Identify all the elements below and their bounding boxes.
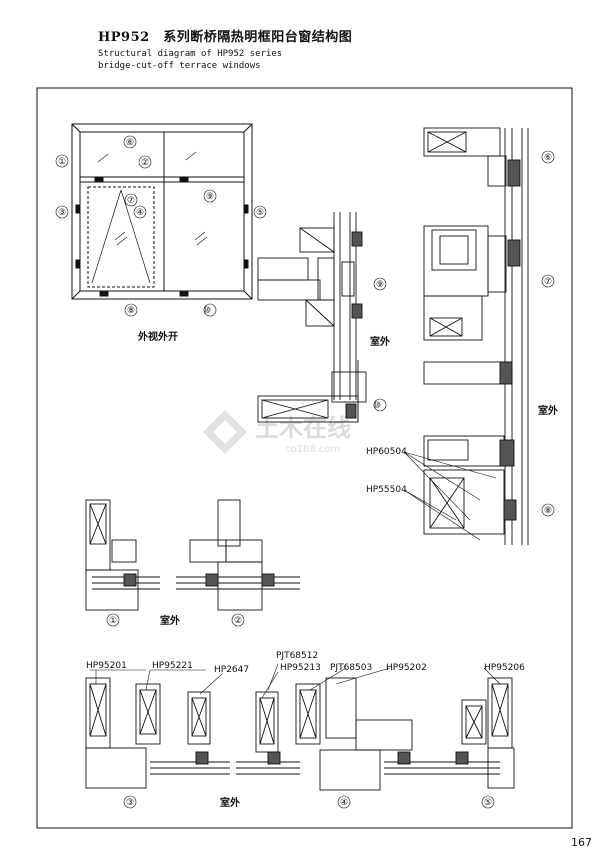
title-block: HP952 系列断桥隔热明框阳台窗结构图 Structural diagram … bbox=[98, 26, 352, 71]
section-9 bbox=[257, 212, 363, 400]
outdoor-label-bottom: 室外 bbox=[220, 796, 240, 809]
label-hp95213: HP95213 bbox=[280, 663, 321, 673]
section-4 bbox=[236, 677, 440, 791]
label-hp55504: HP55504 bbox=[366, 485, 407, 495]
label-hp95221: HP95221 bbox=[152, 661, 193, 671]
callout-4: ④ bbox=[136, 208, 144, 218]
watermark: 土木在线 co188.com bbox=[203, 410, 351, 455]
label-hp95202: HP95202 bbox=[386, 663, 427, 673]
right-leader-lines bbox=[403, 451, 497, 541]
callout-9: ⑨ bbox=[206, 192, 214, 202]
outdoor-label-sec9: 室外 bbox=[370, 335, 390, 348]
window-elevation bbox=[71, 123, 253, 300]
callout-1: ① bbox=[58, 157, 66, 167]
callout-6: ⑥ bbox=[126, 138, 134, 148]
label-hp95206: HP95206 bbox=[484, 663, 525, 673]
page-number: 167 bbox=[571, 836, 592, 849]
section-10-label: ⑩ bbox=[373, 401, 381, 411]
page-title: HP952 系列断桥隔热明框阳台窗结构图 bbox=[98, 30, 353, 45]
section-1 bbox=[85, 499, 160, 611]
outdoor-label-sec12: 室外 bbox=[160, 614, 180, 627]
section-5-label: ⑤ bbox=[484, 798, 492, 808]
callout-3: ③ bbox=[58, 208, 66, 218]
drawing-border bbox=[36, 87, 573, 829]
section-3 bbox=[85, 677, 230, 789]
section-8-label: ⑧ bbox=[544, 506, 552, 516]
section-4-label: ④ bbox=[340, 798, 348, 808]
label-hp2647: HP2647 bbox=[214, 665, 249, 675]
section-6-7-8 bbox=[423, 127, 529, 545]
section-6-label: ⑥ bbox=[544, 153, 552, 163]
section-3-label: ③ bbox=[126, 798, 134, 808]
callout-8: ⑧ bbox=[127, 306, 135, 316]
section-5 bbox=[440, 677, 515, 789]
label-pjt68503: PJT68503 bbox=[330, 663, 372, 673]
title-english-line1: Structural diagram of HP952 series bbox=[98, 49, 283, 59]
label-hp60504: HP60504 bbox=[366, 447, 407, 457]
callout-2: ② bbox=[141, 158, 149, 168]
elevation-callouts: ⑥ ① ② ⑨ ⑦ ③ ④ ⑤ ⑧ ⑩ bbox=[55, 135, 267, 317]
section-9-label: ⑨ bbox=[376, 280, 384, 290]
callout-5: ⑤ bbox=[256, 208, 264, 218]
section-10 bbox=[257, 360, 367, 423]
callout-7: ⑦ bbox=[127, 196, 135, 206]
watermark-url: co188.com bbox=[285, 444, 340, 455]
outdoor-label-right: 室外 bbox=[538, 404, 558, 417]
section-1-label: ① bbox=[109, 616, 117, 626]
elevation-caption: 外视外开 bbox=[137, 330, 178, 343]
callout-10: ⑩ bbox=[203, 306, 211, 316]
title-english-line2: bridge-cut-off terrace windows bbox=[98, 61, 261, 71]
watermark-text: 土木在线 bbox=[255, 414, 351, 442]
section-7-label: ⑦ bbox=[544, 277, 552, 287]
section-2-label: ② bbox=[234, 616, 242, 626]
label-hp95201: HP95201 bbox=[86, 661, 127, 671]
section-2 bbox=[176, 499, 300, 611]
label-pjt68512: PJT68512 bbox=[276, 651, 318, 661]
bottom-leader-lines bbox=[90, 663, 501, 699]
